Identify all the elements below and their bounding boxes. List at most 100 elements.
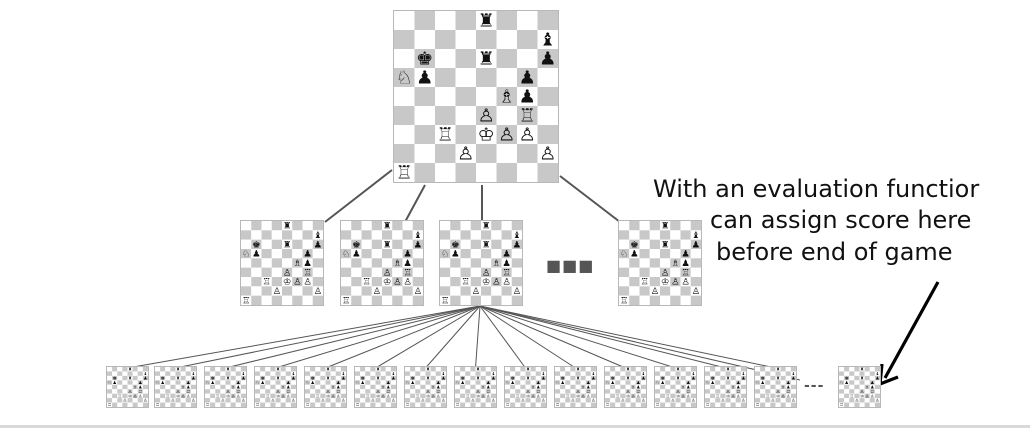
chess-piece: ♖ — [242, 296, 251, 305]
chess-piece: ♖ — [636, 389, 640, 395]
chess-piece: ♜ — [283, 240, 292, 250]
chess-piece: ♖ — [605, 402, 609, 407]
chess-piece: ♙ — [731, 394, 735, 400]
chess-piece: ♟ — [441, 376, 445, 382]
chess-piece: ♘ — [107, 380, 111, 386]
chess-piece: ♙ — [436, 394, 440, 400]
chess-piece: ♟ — [711, 380, 715, 386]
chess-piece: ♜ — [726, 367, 730, 372]
leaf-board-8: ♜♝♚♜♟♘♟♟♗♟♙♖♖♔♙♙♙♙♖ — [454, 366, 497, 408]
chess-piece: ♟ — [541, 376, 545, 382]
chess-piece: ♔ — [376, 394, 380, 400]
edge-child-leaf-2 — [175, 305, 481, 369]
chess-piece: ♙ — [651, 286, 660, 296]
chess-piece: ♔ — [128, 394, 132, 400]
chess-piece: ♜ — [676, 376, 680, 382]
chess-piece: ♖ — [416, 394, 420, 400]
chess-piece: ♚ — [761, 376, 765, 382]
chess-piece: ♖ — [655, 402, 659, 407]
chess-piece: ♔ — [226, 394, 230, 400]
chess-piece: ♖ — [405, 402, 409, 407]
chess-piece: ♟ — [491, 376, 495, 382]
chess-piece: ♜ — [226, 367, 230, 372]
chess-piece: ♜ — [276, 367, 280, 372]
chess-piece: ♟ — [286, 385, 290, 391]
chess-piece: ♙ — [314, 286, 323, 296]
chess-piece: ♙ — [431, 394, 435, 400]
leaf-board-4: ♜♝♚♜♟♘♟♟♗♟♙♖♖♔♙♙♙♙♖ — [254, 366, 297, 408]
chess-piece: ♟ — [561, 380, 565, 386]
chess-piece: ♗ — [681, 385, 685, 391]
chessboard-grid: ♜♝♚♜♟♘♟♟♗♟♙♖♖♔♙♙♙♙♖ — [405, 367, 446, 407]
chess-piece: ♔ — [776, 394, 780, 400]
chess-piece: ♚ — [630, 240, 639, 250]
chess-piece: ♖ — [686, 389, 690, 395]
chessboard-grid: ♜♝♚♜♟♘♟♟♗♟♙♖♖♔♙♙♙♙♖ — [241, 221, 323, 305]
chess-piece: ♙ — [641, 398, 645, 404]
chess-piece: ♜ — [128, 376, 132, 382]
chess-piece: ♟ — [336, 385, 340, 391]
edge-child-leaf-1 — [127, 305, 481, 369]
chess-piece: ♟ — [411, 380, 415, 386]
chess-piece: ♙ — [860, 389, 864, 395]
chess-piece: ♙ — [786, 394, 790, 400]
chess-piece: ♙ — [686, 394, 690, 400]
chess-piece: ♖ — [205, 402, 209, 407]
chess-piece: ♘ — [342, 249, 351, 259]
chess-piece: ♙ — [492, 277, 501, 287]
chess-piece: ♟ — [875, 376, 879, 382]
chess-piece: ♙ — [281, 394, 285, 400]
chess-piece: ♘ — [755, 380, 759, 386]
chess-piece: ♙ — [376, 389, 380, 395]
chessboard-grid: ♜♝♚♜♟♘♟♟♗♟♙♖♖♔♙♙♙♙♖ — [705, 367, 746, 407]
chess-piece: ♙ — [386, 394, 390, 400]
chess-piece: ♟ — [286, 380, 290, 386]
chess-piece: ♜ — [526, 376, 530, 382]
chess-piece: ♗ — [731, 385, 735, 391]
chess-piece: ♖ — [118, 394, 122, 400]
chess-piece: ♙ — [539, 144, 556, 164]
chess-piece: ♙ — [519, 125, 536, 145]
edge-root-child-4 — [559, 175, 621, 223]
chess-piece: ♟ — [661, 380, 665, 386]
chess-piece: ♖ — [305, 402, 309, 407]
chess-piece: ♘ — [655, 380, 659, 386]
chess-piece: ♖ — [505, 402, 509, 407]
chess-piece: ♖ — [316, 394, 320, 400]
chess-piece: ♙ — [441, 398, 445, 404]
chess-piece: ♟ — [539, 49, 556, 69]
chess-piece: ♖ — [766, 394, 770, 400]
chess-piece: ♚ — [113, 376, 117, 382]
chess-piece: ♜ — [383, 240, 392, 250]
chess-piece: ♟ — [519, 68, 536, 88]
chess-piece: ♙ — [781, 394, 785, 400]
chess-piece: ♖ — [107, 402, 111, 407]
chess-piece: ♙ — [661, 268, 670, 278]
chess-piece: ♔ — [482, 277, 491, 287]
chess-piece: ♙ — [191, 398, 195, 404]
chess-piece: ♙ — [341, 398, 345, 404]
chess-piece: ♟ — [786, 380, 790, 386]
chess-piece: ♝ — [875, 371, 879, 377]
child-board-4: ♜♝♚♜♟♘♟♟♗♟♙♖♖♔♙♙♙♙♖ — [618, 220, 702, 306]
chess-piece: ♝ — [741, 371, 745, 377]
chess-piece: ♘ — [455, 380, 459, 386]
level1-ellipsis: ■■■ — [546, 256, 595, 275]
chess-piece: ♟ — [636, 385, 640, 391]
chess-piece: ♙ — [771, 398, 775, 404]
chess-piece: ♙ — [526, 389, 530, 395]
chess-piece: ♘ — [396, 68, 413, 88]
chess-piece: ♙ — [403, 277, 412, 287]
chess-piece: ♜ — [478, 49, 495, 69]
chess-piece: ♝ — [341, 371, 345, 377]
chess-piece: ♟ — [113, 380, 117, 386]
chess-piece: ♟ — [519, 87, 536, 107]
chess-piece: ♖ — [555, 402, 559, 407]
chessboard-grid: ♜♝♚♜♟♘♟♟♗♟♙♖♖♔♙♙♙♙♖ — [555, 367, 596, 407]
chess-piece: ♘ — [505, 380, 509, 386]
chess-piece: ♝ — [143, 371, 147, 377]
chess-piece: ♟ — [414, 240, 423, 250]
chess-piece: ♙ — [631, 394, 635, 400]
chess-piece: ♖ — [850, 394, 854, 400]
child-board-3: ♜♝♚♜♟♘♟♟♗♟♙♖♖♔♙♙♙♙♖ — [439, 220, 523, 306]
